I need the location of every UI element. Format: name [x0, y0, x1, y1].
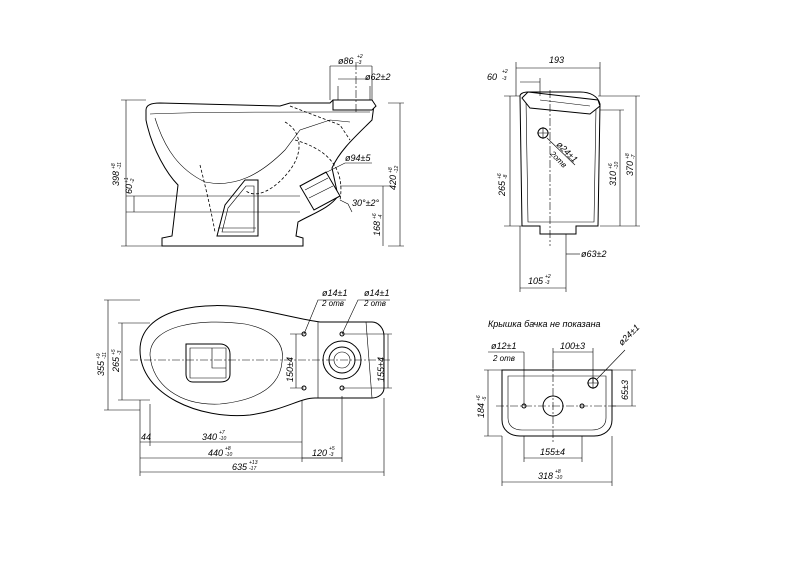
dim-top-265: 265	[111, 356, 121, 373]
dim-top-635: 635	[232, 462, 248, 472]
svg-text:+8: +8	[388, 167, 394, 173]
dim-tank-top-big-hole: ø24±1	[616, 322, 641, 347]
dim-tank-top-65: 65±3	[620, 380, 630, 400]
dim-tank-193: 193	[549, 55, 564, 65]
svg-text:-5: -5	[482, 396, 488, 401]
tank-top-outline	[501, 369, 613, 437]
svg-text:-3: -3	[502, 76, 507, 82]
svg-text:+1: +1	[124, 177, 130, 183]
svg-text:+8: +8	[111, 163, 117, 169]
svg-text:-3: -3	[329, 452, 334, 458]
dim-top-155: 155±4	[376, 357, 386, 382]
dim-tank-310: 310	[608, 171, 618, 186]
dim-top-hole-a: ø14±1	[322, 288, 347, 298]
dim-top-hole-b-count: 2 отв	[363, 299, 386, 308]
side-view: ø86 +2 -3 ø62±2 ø94±5 30°±2° 398 +8 -11 …	[111, 54, 404, 247]
svg-text:+13: +13	[249, 460, 258, 466]
dim-pipe-dia: ø94±5	[345, 153, 371, 163]
dim-tank-105: 105	[528, 276, 544, 286]
dim-tank-top-hole: ø12±1	[491, 341, 516, 351]
dim-tank-top-155: 155±4	[540, 447, 565, 457]
dim-top-340: 340	[202, 432, 217, 442]
dim-tank-top-hole-count: 2 отв	[492, 354, 515, 363]
svg-text:-10: -10	[219, 436, 226, 442]
svg-text:-2: -2	[130, 178, 136, 183]
svg-text:-12: -12	[394, 166, 400, 173]
dim-tank-265: 265	[497, 180, 507, 197]
dim-inlet-dia: ø62±2	[365, 72, 390, 82]
svg-text:+2: +2	[357, 54, 363, 60]
dim-top-120: 120	[312, 448, 327, 458]
dim-height-398: 398	[111, 171, 121, 186]
svg-text:+6: +6	[497, 173, 503, 179]
dim-tank-top-spacing: 100±3	[560, 341, 585, 351]
svg-text:+6: +6	[476, 395, 482, 401]
svg-text:-11: -11	[102, 352, 108, 359]
svg-text:-10: -10	[614, 162, 620, 169]
svg-text:+9: +9	[96, 353, 102, 359]
svg-text:+2: +2	[502, 69, 508, 75]
svg-text:-3: -3	[545, 280, 550, 286]
dim-tank-bottom-dia: ø63±2	[581, 249, 606, 259]
tank-top-view: Крышка бачка не показана ø12±1 2 отв 100…	[476, 319, 641, 486]
svg-text:+7: +7	[219, 430, 225, 436]
svg-text:-3: -3	[117, 350, 123, 355]
svg-text:-17: -17	[249, 466, 256, 472]
svg-text:-10: -10	[225, 452, 232, 458]
dim-height-168: 168	[372, 221, 382, 236]
svg-text:+2: +2	[545, 274, 551, 280]
dim-top-hole-b: ø14±1	[364, 288, 389, 298]
dim-top-hole-a-count: 2 отв	[321, 299, 344, 308]
dim-height-420: 420	[388, 175, 398, 190]
dim-angle: 30°±2°	[352, 198, 380, 208]
svg-text:+5: +5	[329, 446, 335, 452]
svg-text:+5: +5	[111, 349, 117, 355]
svg-text:+6: +6	[608, 163, 614, 169]
svg-text:-4: -4	[378, 214, 384, 219]
dim-tank-top-184: 184	[476, 403, 486, 418]
svg-text:+8: +8	[225, 446, 231, 452]
svg-text:+8: +8	[625, 153, 631, 159]
dim-tank-370: 370	[625, 161, 635, 176]
svg-text:+6: +6	[372, 213, 378, 219]
top-view: ø14±1 2 отв ø14±1 2 отв 355 +9 -11 265 +…	[96, 288, 392, 476]
dim-height-60: 60	[124, 184, 134, 194]
dim-top-440: 440	[208, 448, 223, 458]
dim-top-150: 150±4	[285, 357, 295, 382]
tank-front-outline	[519, 91, 601, 235]
dim-tank-60: 60	[487, 72, 497, 82]
svg-text:-11: -11	[117, 162, 123, 169]
svg-text:-8: -8	[503, 174, 509, 179]
svg-text:-7: -7	[631, 154, 637, 159]
bowl-side-outline	[145, 99, 375, 247]
caption-lid-not-shown: Крышка бачка не показана	[488, 319, 601, 329]
dim-tank-top-318: 318	[538, 471, 553, 481]
svg-text:-10: -10	[555, 475, 562, 481]
dim-top-44: 44	[141, 432, 151, 442]
svg-text:-3: -3	[357, 60, 362, 66]
svg-text:+8: +8	[555, 469, 561, 475]
dim-outlet-dia: ø86	[338, 56, 354, 66]
tank-front-view: 193 60 +2 -3 ø24±1 2отв 265 +6 -8 310 +6…	[487, 55, 640, 292]
dim-top-355: 355	[96, 360, 106, 376]
